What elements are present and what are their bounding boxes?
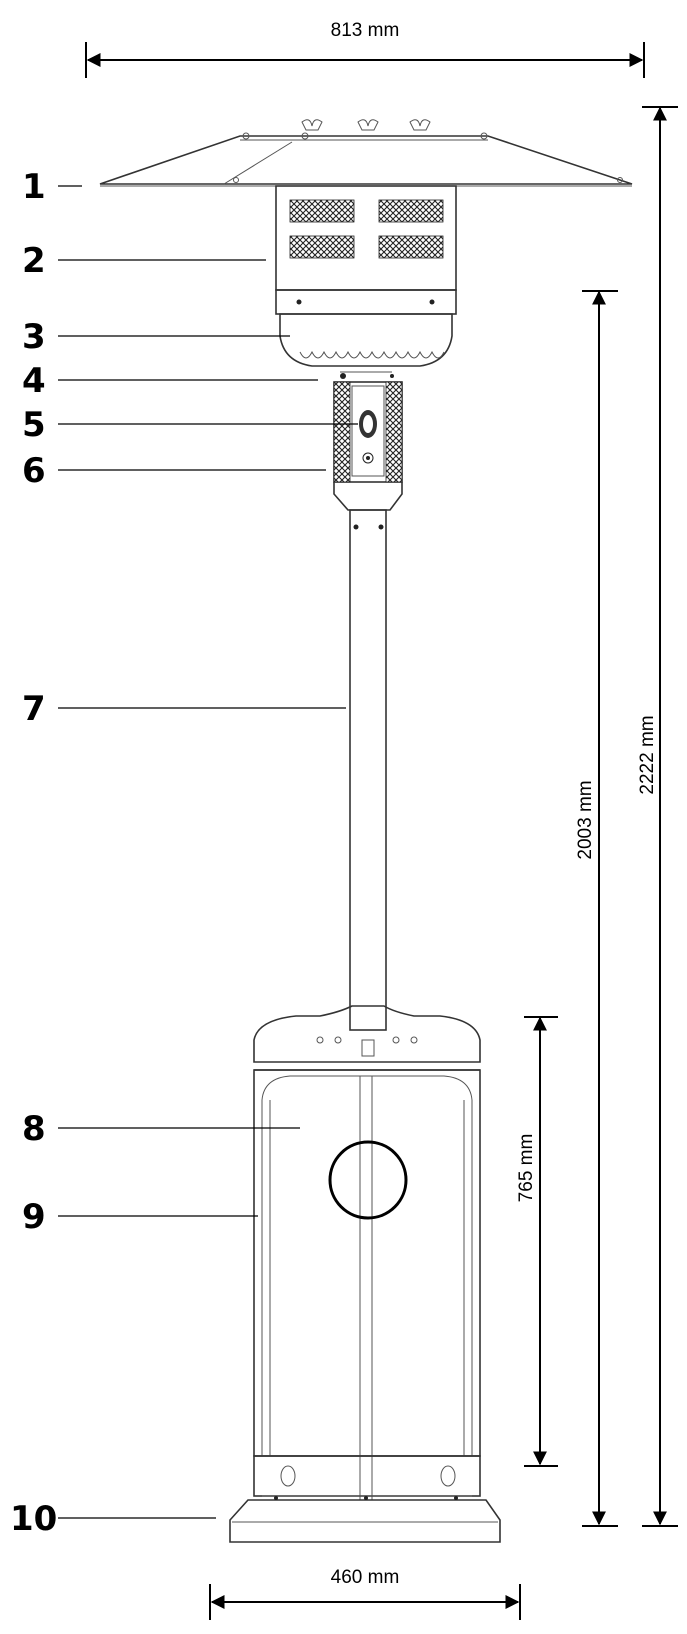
control-knob-icon [359,410,377,438]
callout-number: 1 [22,167,46,207]
callout-number: 6 [22,451,46,491]
ignition-button-icon [362,452,374,464]
dimension-reflector-height: 2003 mm [575,290,618,1527]
viewing-window [328,1140,408,1220]
dimension-cabinet-height-label: 765 mm [516,1134,537,1203]
callout-number: 5 [22,405,46,445]
callout-8: 8 [22,1109,300,1149]
callout-9: 9 [22,1197,258,1237]
callout-10: 10 [10,1499,216,1539]
dimension-cabinet-height: 765 mm [516,1016,558,1467]
control-housing [333,381,403,511]
base-plate [229,1496,501,1543]
dimension-top-width: 813 mm [85,20,645,78]
callout-5: 5 [22,405,358,445]
callout-number: 9 [22,1197,46,1237]
callout-number: 7 [22,689,46,729]
callout-4: 4 [22,361,318,401]
dimension-total-height-label: 2222 mm [637,715,658,794]
cabinet-top [253,1005,481,1071]
callout-number: 8 [22,1109,46,1149]
dimension-reflector-height-label: 2003 mm [575,780,596,859]
callout-6: 6 [22,451,326,491]
dimension-base-width: 460 mm [209,1567,521,1620]
callout-2: 2 [22,241,266,281]
dimension-top-width-label: 813 mm [331,20,400,41]
support-pole [349,509,387,1031]
wing-nut-icon [301,119,431,131]
emitter-screen [275,185,457,315]
tank-cabinet [253,1069,481,1500]
callout-number: 4 [22,361,46,401]
callout-number: 10 [10,1499,57,1539]
callout-number: 3 [22,317,46,357]
dimension-total-height: 2222 mm [637,106,678,1527]
callout-3: 3 [22,317,290,357]
reflector [99,119,633,187]
callout-number: 2 [22,241,46,281]
callout-1: 1 [22,167,82,207]
callout-7: 7 [22,689,346,729]
dimension-base-width-label: 460 mm [331,1567,400,1588]
burner-assembly [279,313,453,379]
